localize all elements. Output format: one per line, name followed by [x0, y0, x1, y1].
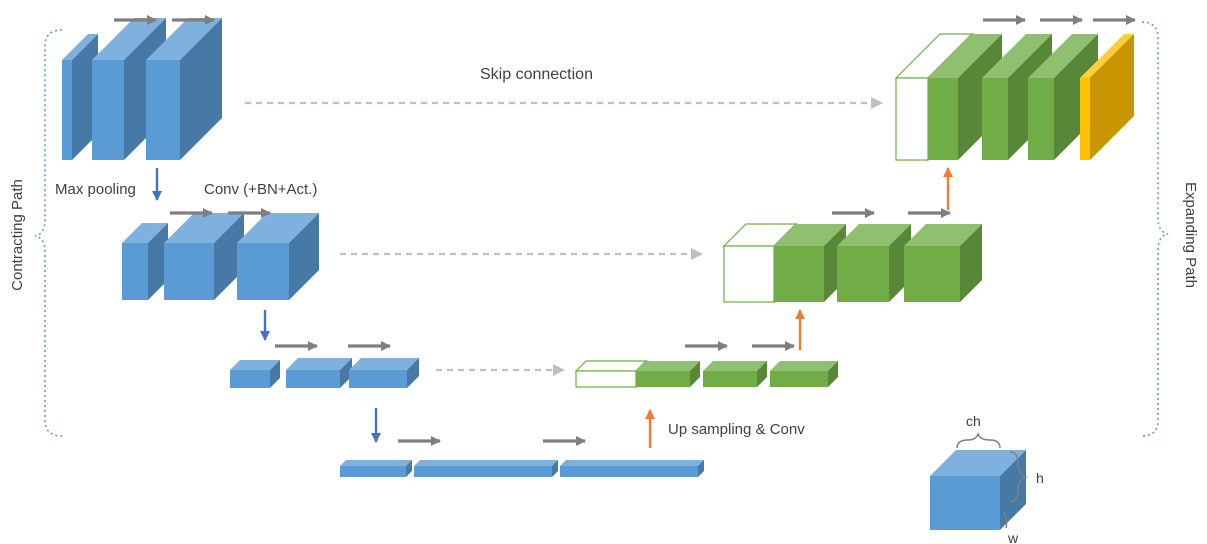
decoder-l3-skip-copy: [574, 359, 648, 389]
decoder-l3-conv2: [770, 361, 838, 387]
encoder-l1-input: [62, 34, 98, 160]
decoder-l2-conv1: [837, 224, 911, 302]
encoder-l2-input: [122, 223, 168, 300]
conv-label: Conv (+BN+Act.): [204, 181, 317, 198]
skip-connection-label: Skip connection: [480, 66, 593, 83]
encoder-l3-conv2: [349, 358, 419, 388]
legend-cube-shape: [930, 450, 1026, 530]
flow-arrows: [114, 15, 1136, 448]
decoder-l3-upsampled: [636, 361, 700, 387]
legend-ch-brace: [956, 431, 1001, 449]
bottleneck-conv2: [560, 460, 704, 477]
legend-h-label: h: [1036, 470, 1044, 486]
contracting-path-bracket: [34, 29, 63, 437]
bottleneck-input: [340, 460, 412, 477]
encoder-l3-conv1: [286, 358, 352, 388]
bottleneck-conv1: [414, 460, 558, 477]
feature-map-blocks: [62, 18, 1134, 530]
contracting-path-label: Contracting Path: [9, 179, 26, 291]
encoder-l2-conv1: [164, 213, 244, 300]
legend-ch-label: ch: [966, 413, 981, 429]
decoder-l3-conv1: [703, 361, 767, 387]
encoder-l1-conv2: [146, 18, 222, 160]
max-pooling-label: Max pooling: [55, 181, 136, 198]
encoder-l2-conv2: [237, 213, 319, 300]
expanding-path-bracket: [1141, 21, 1169, 437]
legend-cube: ch h w: [956, 413, 1044, 544]
legend-w-brace: [1003, 511, 1008, 529]
decoder-l1-conv2: [1028, 34, 1098, 160]
decoder-l1-upsampled: [928, 34, 1002, 160]
decoder-l2-upsampled: [774, 224, 846, 302]
decoder-l2-conv2: [904, 224, 982, 302]
legend-w-label: w: [1007, 530, 1019, 544]
legend-h-brace: [1009, 451, 1028, 503]
expanding-path-label: Expanding Path: [1182, 182, 1199, 288]
up-sampling-label: Up sampling & Conv: [668, 421, 805, 438]
output-layer: [1080, 34, 1134, 160]
encoder-l3-input: [230, 360, 280, 388]
